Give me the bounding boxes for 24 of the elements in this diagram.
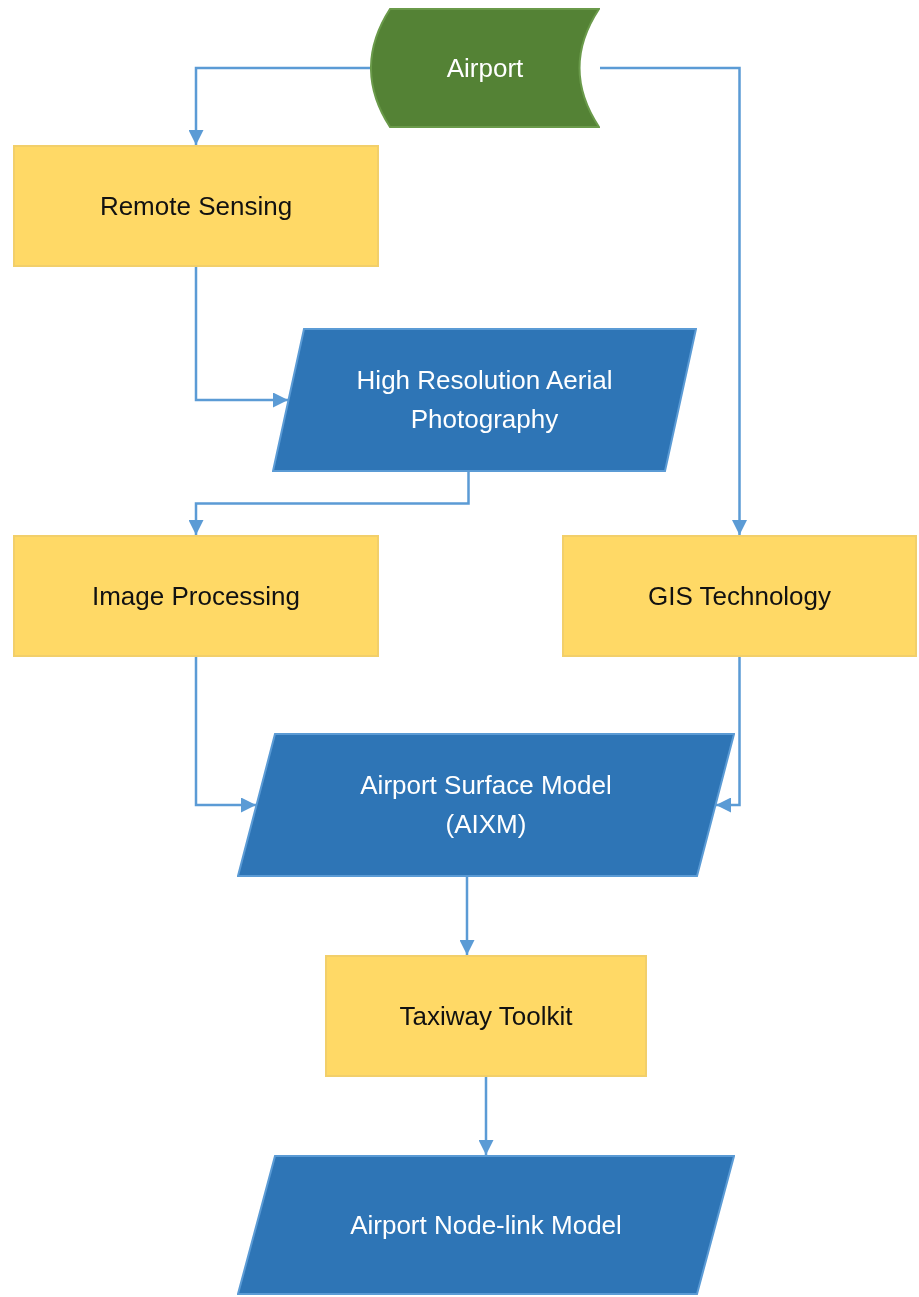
- node-label: Taxiway Toolkit: [399, 999, 573, 1033]
- arrow: [459, 877, 475, 955]
- arrow: [188, 66, 370, 145]
- arrow: [478, 1077, 494, 1155]
- stored-data-shape: [370, 8, 600, 128]
- node-label: Image Processing: [91, 579, 301, 613]
- node-label: Airport Surface Model (AIXM): [359, 769, 613, 841]
- node-label: Airport Node-link Model: [350, 1208, 622, 1242]
- arrow: [188, 472, 470, 535]
- process-box: [13, 535, 379, 657]
- arrow: [194, 657, 256, 813]
- arrow: [600, 66, 747, 535]
- data-parallelogram: [237, 1155, 735, 1295]
- node-label: Airport: [446, 51, 524, 85]
- process-box: [325, 955, 647, 1077]
- data-parallelogram: [237, 733, 735, 877]
- arrow: [716, 657, 741, 813]
- node-label: High Resolution Aerial Photography: [355, 364, 614, 436]
- process-box: [13, 145, 379, 267]
- node-label: GIS Technology: [647, 579, 832, 613]
- data-parallelogram: [272, 328, 697, 472]
- node-label: Remote Sensing: [99, 189, 293, 223]
- arrow: [194, 267, 288, 408]
- process-box: [562, 535, 917, 657]
